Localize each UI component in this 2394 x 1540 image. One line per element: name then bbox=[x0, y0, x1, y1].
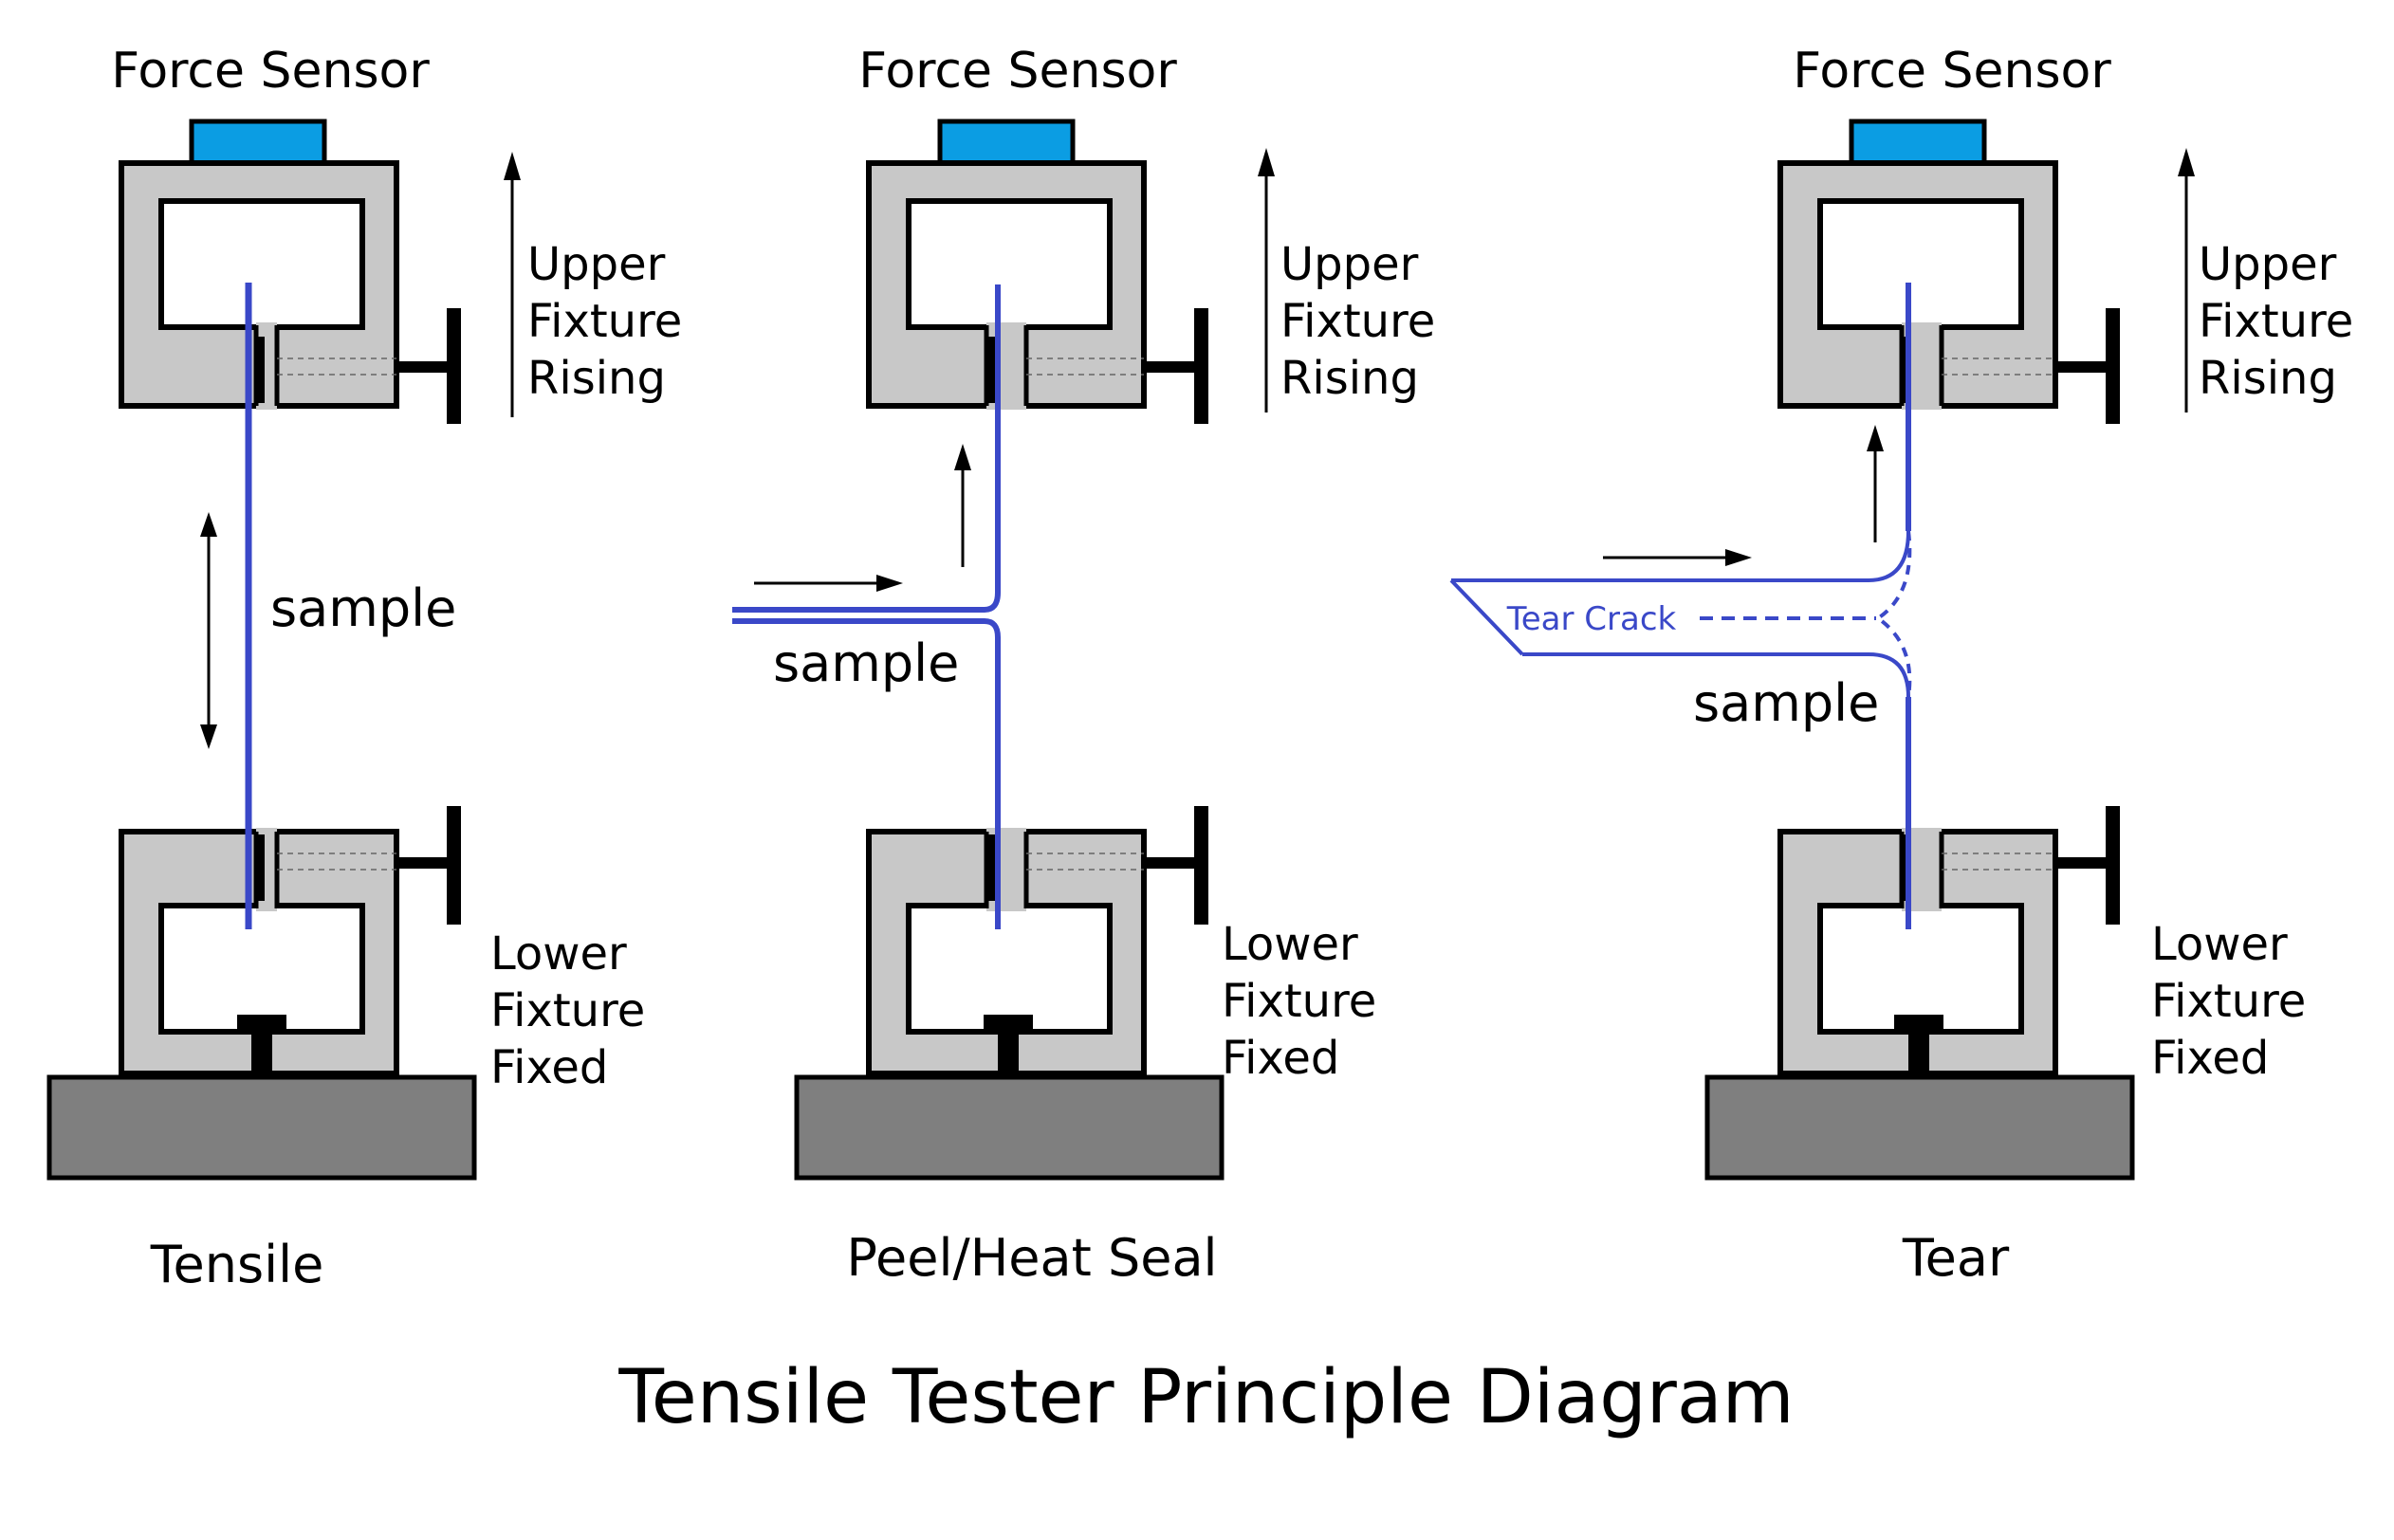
clamp-knob bbox=[447, 308, 461, 424]
force-sensor-label: Force Sensor bbox=[1793, 43, 2111, 100]
lower-note: Lower Fixture Fixed bbox=[490, 927, 660, 1094]
lower-fixture bbox=[46, 806, 477, 1181]
panel-caption: Peel/Heat Seal bbox=[846, 1228, 1217, 1288]
upper-fixture bbox=[1777, 119, 2120, 424]
clamp-knob bbox=[1194, 308, 1208, 424]
machine-base bbox=[1704, 1074, 2135, 1181]
up-arrow-icon bbox=[1867, 425, 1884, 542]
upper-frame bbox=[866, 160, 1147, 409]
upper-note: Upper Fixture Rising bbox=[2199, 238, 2368, 405]
machine-base bbox=[794, 1074, 1225, 1181]
sample-strip bbox=[732, 284, 1001, 929]
right-arrow-icon bbox=[754, 575, 903, 592]
upper-frame bbox=[1777, 160, 2058, 409]
up-arrow-icon bbox=[2178, 148, 2195, 412]
panel-peel-heat-seal: Force Sensor bbox=[732, 43, 1450, 1288]
panel-caption: Tear bbox=[1902, 1228, 2010, 1288]
force-sensor-label: Force Sensor bbox=[858, 43, 1177, 100]
upper-fixture bbox=[119, 119, 461, 424]
lower-fixture bbox=[794, 806, 1225, 1181]
upper-frame bbox=[119, 160, 399, 409]
clamp-handle bbox=[2055, 857, 2108, 869]
clamp-handle bbox=[396, 361, 449, 373]
sample-label: sample bbox=[1693, 673, 1879, 733]
machine-base bbox=[46, 1074, 477, 1181]
clamp-handle bbox=[396, 857, 449, 869]
clamp-knob bbox=[1194, 806, 1208, 925]
upper-fixture bbox=[866, 119, 1208, 424]
up-arrow-icon bbox=[954, 444, 971, 567]
clamp-knob bbox=[2106, 308, 2120, 424]
clamp-knob bbox=[2106, 806, 2120, 925]
sample-label: sample bbox=[270, 578, 456, 638]
panel-caption: Tensile bbox=[150, 1235, 324, 1294]
right-arrow-icon bbox=[1603, 549, 1752, 566]
upper-note: Upper Fixture Rising bbox=[1280, 238, 1450, 405]
lower-frame bbox=[1777, 829, 2058, 1076]
panel-tensile: Force Sensor bbox=[46, 43, 697, 1294]
lower-note: Lower Fixture Fixed bbox=[1222, 918, 1391, 1085]
upper-note: Upper Fixture Rising bbox=[527, 238, 697, 405]
diagram-title: Tensile Tester Principle Diagram bbox=[617, 1355, 1794, 1440]
clamp-handle bbox=[1144, 361, 1196, 373]
double-arrow-icon bbox=[200, 512, 217, 749]
lower-note: Lower Fixture Fixed bbox=[2151, 918, 2321, 1085]
tear-crack-label: Tear Crack bbox=[1506, 600, 1677, 638]
up-arrow-icon bbox=[1258, 148, 1275, 412]
clamp-knob bbox=[447, 806, 461, 925]
panel-tear: Force Sensor bbox=[1449, 43, 2368, 1288]
force-sensor-label: Force Sensor bbox=[111, 43, 430, 100]
up-arrow-icon bbox=[504, 152, 521, 417]
clamp-handle bbox=[1144, 857, 1196, 869]
lower-frame bbox=[866, 829, 1147, 1076]
sample-strip bbox=[1449, 283, 1912, 929]
sample-label: sample bbox=[773, 633, 959, 693]
clamp-handle bbox=[2055, 361, 2108, 373]
lower-fixture bbox=[1704, 806, 2135, 1181]
lower-frame bbox=[119, 829, 399, 1076]
